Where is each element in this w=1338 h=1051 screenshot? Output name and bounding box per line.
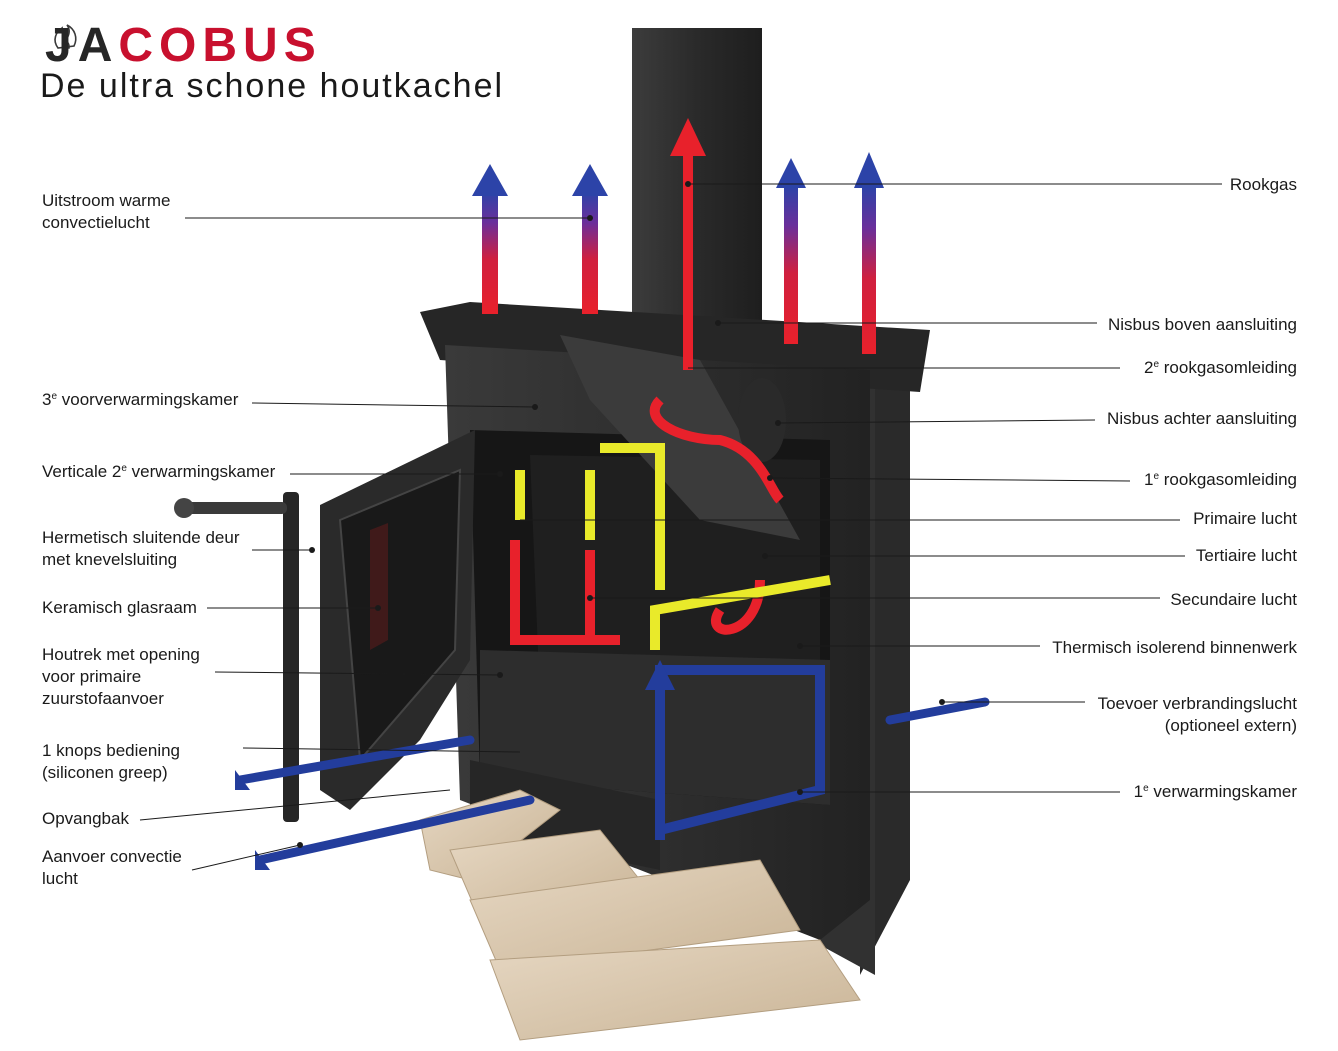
tagline: De ultra schone houtkachel [40, 67, 505, 105]
label-bediening: 1 knops bediening (siliconen greep) [42, 740, 180, 784]
label-line: zuurstofaanvoer [42, 689, 164, 708]
label-nisbus-boven: Nisbus boven aansluiting [1108, 314, 1297, 336]
label-rookgas: Rookgas [1230, 174, 1297, 196]
label-line: Nisbus achter aansluiting [1107, 409, 1297, 428]
convection-intake-arrows [235, 697, 990, 870]
label-line: Houtrek met opening [42, 645, 200, 664]
label-uitstroom: Uitstroom warme convectielucht [42, 190, 170, 234]
label-line: voor primaire [42, 667, 142, 686]
label-line: Nisbus boven aansluiting [1107, 315, 1297, 334]
label-line: convectielucht [42, 213, 150, 232]
label-rookgasomleiding-1: 1e rookgasomleiding [1144, 470, 1297, 489]
label-line: Uitstroom warme [42, 191, 171, 210]
brand-logo: JACOBUS [45, 22, 322, 70]
label-secundaire-lucht: Secundaire lucht [1170, 589, 1297, 611]
label-line: Aanvoer convectie [42, 847, 182, 866]
brand-ja: JA [45, 19, 119, 72]
flue-gas-arrowhead [670, 118, 706, 156]
label-aanvoer-convectie: Aanvoer convectie lucht [42, 846, 182, 890]
door-handle-knob [174, 498, 194, 518]
label-line: Toevoer verbrandingslucht [1097, 694, 1297, 713]
label-line: (optioneel extern) [1164, 716, 1297, 735]
label-voorverwarmingskamer-3: 3e voorverwarmingskamer [42, 390, 239, 409]
cold-air-arrowhead [645, 660, 675, 690]
primary-air-paths [515, 443, 831, 650]
label-line: Secundaire lucht [1170, 590, 1297, 609]
label-line: lucht [42, 869, 78, 888]
label-deur: Hermetisch sluitende deur met knevelslui… [42, 527, 239, 571]
leader-lines [139, 183, 1222, 871]
label-rookgasomleiding-2: 2e rookgasomleiding [1144, 358, 1297, 377]
glass-reflection [370, 523, 388, 650]
label-nisbus-achter: Nisbus achter aansluiting [1107, 408, 1297, 430]
label-verwarmingskamer-1: 1e verwarmingskamer [1133, 782, 1297, 801]
label-glasraam: Keramisch glasraam [42, 597, 197, 619]
label-line: Thermisch isolerend binnenwerk [1052, 638, 1297, 657]
rear-nozzle [738, 378, 786, 462]
label-tertiaire-lucht: Tertiaire lucht [1196, 545, 1297, 567]
flue-pipe [632, 28, 762, 348]
label-line: Opvangbak [42, 809, 129, 828]
label-line: 1 knops bediening [42, 741, 181, 760]
label-houtrek: Houtrek met opening voor primaire zuurst… [42, 644, 200, 710]
ash-pan [470, 760, 660, 870]
leader-dots [297, 181, 945, 848]
brand-cobus: COBUS [118, 19, 322, 72]
door-handle-bar [175, 502, 287, 514]
convection-outlet-arrows [472, 152, 884, 354]
label-line: Rookgas [1229, 175, 1297, 194]
label-opvangbak: Opvangbak [42, 808, 129, 830]
label-line: Keramisch glasraam [42, 598, 197, 617]
label-line: Tertiaire lucht [1195, 546, 1297, 565]
label-verticale-2: Verticale 2e verwarmingskamer [42, 462, 276, 481]
label-line: Primaire lucht [1193, 509, 1297, 528]
label-line: (siliconen greep) [42, 763, 168, 782]
label-primaire-lucht: Primaire lucht [1193, 508, 1297, 530]
label-toevoer: Toevoer verbrandingslucht (optioneel ext… [1098, 693, 1297, 737]
label-line: met knevelsluiting [42, 550, 178, 569]
door-handle-rod [283, 492, 299, 822]
cold-air-path [655, 665, 825, 840]
label-line: Hermetisch sluitende deur [42, 528, 240, 547]
flame-logo-icon [54, 24, 77, 49]
label-binnenwerk: Thermisch isolerend binnenwerk [1052, 637, 1297, 659]
